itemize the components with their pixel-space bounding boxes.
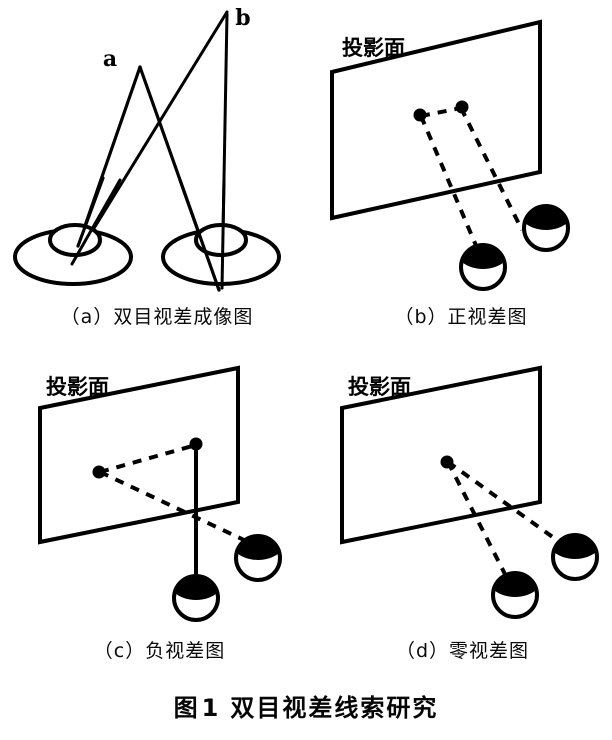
caption-row-bottom: （c）负视差图 （d）零视差图 — [0, 637, 612, 665]
ray-b-right-tail — [220, 178, 226, 290]
image-dot-left-b — [413, 108, 427, 122]
plane-label-b: 投影面 — [342, 36, 405, 60]
sightline-right-b — [459, 107, 524, 231]
right-eye-b — [522, 204, 570, 252]
image-dot-right-b — [455, 100, 469, 114]
image-dot-d — [440, 455, 454, 469]
ray-a-right-tail — [178, 178, 221, 292]
panel-b-positive-parallax: 投影面 — [306, 0, 612, 300]
ray-a-left-tail — [76, 176, 105, 248]
right-eye-d — [551, 533, 599, 581]
panel-c-diagram: 投影面 — [38, 365, 282, 622]
point-label-b: b — [235, 5, 250, 31]
sightline-left-eye-d — [446, 461, 512, 585]
panel-a-binocular-parallax-imaging: a b — [0, 0, 306, 300]
projection-plane-c — [38, 365, 240, 545]
image-dot-right-c — [189, 437, 203, 451]
panel-d-zero-parallax: 投影面 — [306, 352, 612, 632]
panel-a-diagram: a b — [13, 5, 281, 292]
point-label-a: a — [103, 46, 117, 72]
figure-title-text: 双目视差线索研究 — [230, 694, 439, 722]
image-dot-left-c — [92, 465, 106, 479]
caption-panel-a: （a）双目视差成像图 — [60, 306, 254, 328]
projection-plane-b — [330, 19, 542, 221]
left-eye-b — [459, 243, 507, 291]
figure-title: 图1 双目视差线索研究 — [0, 688, 612, 723]
left-eye-d — [491, 571, 539, 619]
dot-connector-b — [420, 106, 462, 118]
caption-panel-d: （d）零视差图 — [395, 640, 530, 662]
panel-b-diagram: 投影面 — [330, 19, 570, 291]
ray-b-left-tail — [70, 178, 122, 266]
caption-row-top: （a）双目视差成像图 （b）正视差图 — [0, 303, 612, 331]
panel-c-negative-parallax: 投影面 — [0, 352, 306, 632]
plane-label-c: 投影面 — [46, 375, 109, 399]
panel-d-diagram: 投影面 — [340, 365, 599, 619]
plane-label-d: 投影面 — [348, 375, 411, 399]
projection-plane-d — [340, 365, 542, 545]
figure-title-number: 1 — [201, 694, 221, 722]
right-eye-c — [234, 534, 282, 582]
sightline-right-eye-d — [446, 460, 570, 550]
caption-panel-c: （c）负视差图 — [93, 640, 226, 662]
ray-b-to-left-eye — [70, 10, 229, 266]
left-eye-top-view — [13, 223, 133, 286]
sightline-left-b — [419, 115, 482, 256]
left-eye-c — [172, 574, 220, 622]
figure-title-prefix: 图 — [173, 694, 200, 722]
caption-panel-b: （b）正视差图 — [394, 306, 528, 328]
